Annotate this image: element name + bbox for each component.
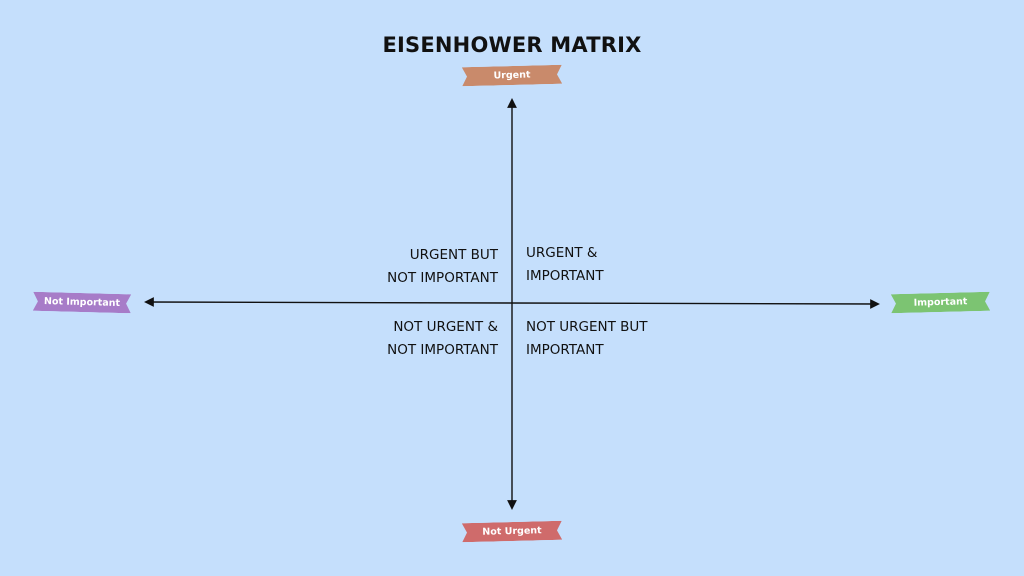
axis-label-not-urgent: Not Urgent bbox=[462, 521, 562, 543]
axis-label-not-important-text: Not Important bbox=[43, 296, 121, 309]
quadrant-line: URGENT BUT bbox=[409, 247, 498, 263]
axis-label-important-text: Important bbox=[913, 296, 968, 309]
quadrant-line: NOT URGENT BUT bbox=[526, 319, 648, 335]
horizontal-axis bbox=[144, 297, 880, 309]
axis-label-not-important: Not Important bbox=[33, 292, 131, 314]
quadrant-line: IMPORTANT bbox=[526, 342, 604, 358]
quadrant-line: NOT IMPORTANT bbox=[387, 270, 498, 286]
quadrant-urgent-not-important: URGENT BUT NOT IMPORTANT bbox=[387, 244, 498, 290]
quadrant-line: NOT IMPORTANT bbox=[387, 342, 498, 358]
quadrant-not-urgent-important: NOT URGENT BUT IMPORTANT bbox=[526, 316, 648, 362]
page-title: EISENHOWER MATRIX bbox=[382, 33, 642, 57]
quadrant-line: IMPORTANT bbox=[526, 268, 604, 284]
axis-label-urgent: Urgent bbox=[462, 65, 562, 87]
quadrant-not-urgent-not-important: NOT URGENT & NOT IMPORTANT bbox=[387, 316, 498, 362]
quadrant-urgent-important: URGENT & IMPORTANT bbox=[526, 242, 604, 288]
axis-label-urgent-text: Urgent bbox=[493, 69, 531, 82]
axis-label-not-urgent-text: Not Urgent bbox=[482, 525, 542, 538]
axis-label-important: Important bbox=[891, 292, 990, 314]
quadrant-line: URGENT & bbox=[526, 245, 598, 261]
quadrant-line: NOT URGENT & bbox=[393, 319, 498, 335]
